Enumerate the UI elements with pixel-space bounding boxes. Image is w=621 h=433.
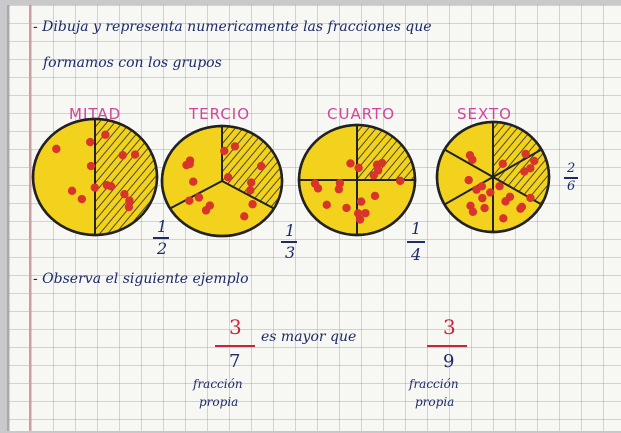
observe-instruction: - Observa el siguiente ejemplo — [33, 271, 249, 287]
pizza-topping — [336, 179, 344, 187]
pizza-topping — [361, 209, 369, 217]
pizza-topping — [464, 176, 472, 184]
pie-1 — [33, 119, 157, 235]
right-denominator: 9 — [443, 351, 454, 372]
pizza-topping — [206, 201, 214, 209]
pizza-topping — [185, 196, 193, 204]
pizza-topping — [68, 187, 76, 195]
pizza-topping — [103, 181, 111, 189]
pizza-topping — [478, 194, 486, 202]
notebook-page: - Dibuja y representa numericamente las … — [7, 5, 621, 431]
pizza-topping — [499, 160, 507, 168]
pizza-topping — [342, 204, 350, 212]
pie-3 — [299, 125, 415, 235]
pie-3-denominator: 4 — [411, 245, 421, 264]
pizza-topping — [101, 131, 109, 139]
pizza-topping — [189, 178, 197, 186]
pizza-topping — [370, 171, 378, 179]
pizza-topping — [91, 183, 99, 191]
pizza-topping — [248, 200, 256, 208]
pizza-topping — [119, 151, 127, 159]
left-label-1: fracción — [193, 377, 243, 391]
comparison-text: es mayor que — [261, 329, 356, 345]
pizza-topping — [516, 204, 524, 212]
pizza-topping — [501, 197, 509, 205]
right-fraction-bar — [427, 345, 467, 347]
pizza-topping — [246, 186, 254, 194]
pizza-topping — [323, 201, 331, 209]
pie-2-numerator: 1 — [285, 221, 295, 240]
pie-3-fraction-bar — [407, 241, 425, 243]
left-numerator: 3 — [229, 315, 242, 339]
pie-1-numerator: 1 — [157, 217, 167, 236]
pizza-topping — [357, 197, 365, 205]
right-label-2: propia — [415, 395, 454, 409]
pizza-topping — [311, 179, 319, 187]
pizza-topping — [220, 147, 228, 155]
pizza-topping — [466, 151, 474, 159]
pizza-topping — [257, 162, 265, 170]
pizza-topping — [87, 162, 95, 170]
pizza-topping — [521, 150, 529, 158]
pie-4-numerator: 2 — [567, 161, 575, 176]
pizza-topping — [530, 157, 538, 165]
pizza-topping — [526, 164, 534, 172]
pizza-topping — [378, 159, 386, 167]
pizza-topping — [346, 159, 354, 167]
pies-drawing — [9, 5, 621, 431]
pizza-topping — [472, 185, 480, 193]
pizza-topping — [52, 145, 60, 153]
right-label-1: fracción — [409, 377, 459, 391]
pie-4-denominator: 6 — [567, 179, 575, 194]
left-label-2: propia — [199, 395, 238, 409]
pizza-topping — [240, 212, 248, 220]
pizza-topping — [247, 178, 255, 186]
pizza-topping — [86, 138, 94, 146]
pizza-topping — [480, 204, 488, 212]
pizza-topping — [78, 195, 86, 203]
pizza-topping — [120, 190, 128, 198]
pizza-topping — [495, 182, 503, 190]
left-denominator: 7 — [229, 351, 240, 372]
pizza-topping — [396, 177, 404, 185]
pie-1-denominator: 2 — [157, 239, 167, 258]
pie-3-numerator: 1 — [411, 219, 421, 238]
pizza-topping — [499, 214, 507, 222]
pizza-topping — [195, 193, 203, 201]
pie-2 — [162, 126, 282, 236]
pie-2-denominator: 3 — [285, 243, 295, 262]
left-fraction-bar — [215, 345, 255, 347]
pizza-topping — [526, 194, 534, 202]
pizza-topping — [131, 150, 139, 158]
right-numerator: 3 — [443, 315, 456, 339]
pizza-topping — [224, 173, 232, 181]
pizza-topping — [354, 209, 362, 217]
pizza-topping — [486, 188, 494, 196]
pie-4 — [437, 122, 549, 232]
pizza-topping — [466, 202, 474, 210]
pizza-topping — [231, 142, 239, 150]
pizza-topping — [371, 192, 379, 200]
pizza-topping — [354, 164, 362, 172]
pizza-topping — [186, 160, 194, 168]
